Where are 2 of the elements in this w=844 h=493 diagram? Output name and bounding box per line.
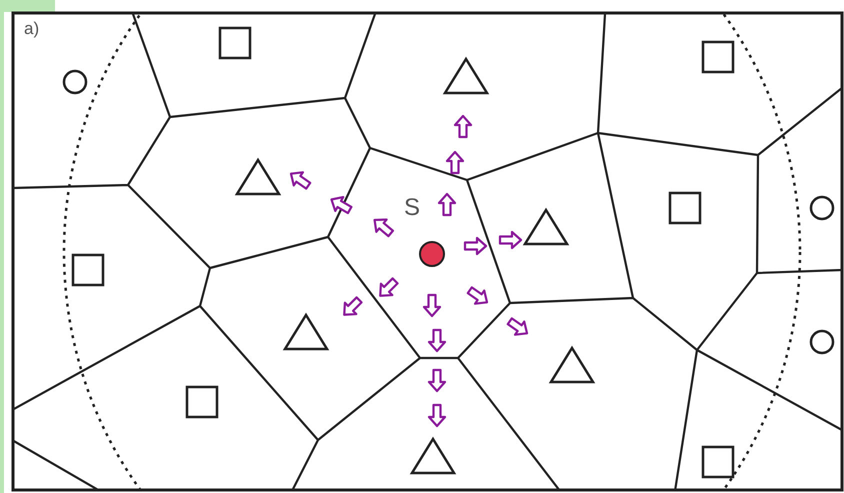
panel-label: a)	[24, 20, 40, 37]
point-label: S	[404, 196, 420, 220]
